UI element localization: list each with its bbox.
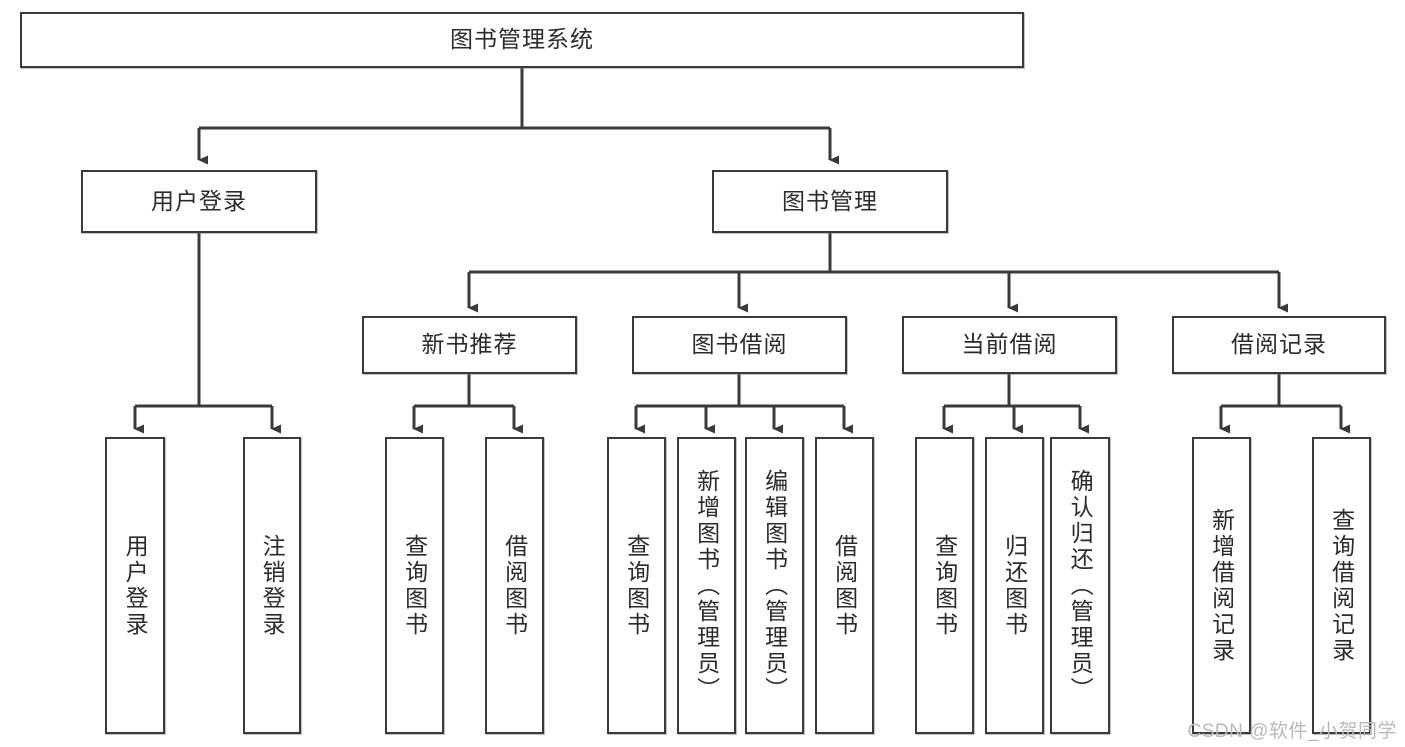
node-leaf-confirm-return[interactable]: 确认归还（管理员） <box>1050 437 1110 734</box>
node-leaf-return-book-label: 归还图书 <box>1001 533 1028 638</box>
node-leaf-query-book-3[interactable]: 查询图书 <box>915 437 974 734</box>
node-leaf-query-book-2[interactable]: 查询图书 <box>607 437 666 734</box>
node-new-book-recommend[interactable]: 新书推荐 <box>362 316 577 374</box>
node-leaf-query-book-1-label: 查询图书 <box>401 533 428 638</box>
node-leaf-edit-book[interactable]: 编辑图书（管理员） <box>745 437 804 734</box>
node-leaf-edit-book-label: 编辑图书（管理员） <box>761 468 788 703</box>
node-leaf-borrow-book-2[interactable]: 借阅图书 <box>815 437 874 734</box>
node-leaf-borrow-book-2-label: 借阅图书 <box>831 533 858 638</box>
node-user-login[interactable]: 用户登录 <box>81 170 317 233</box>
node-user-login-label: 用户登录 <box>151 187 247 214</box>
node-borrow-record-label: 借阅记录 <box>1231 331 1327 358</box>
node-leaf-query-record-label: 查询借阅记录 <box>1328 507 1355 664</box>
node-book-manage[interactable]: 图书管理 <box>712 170 948 233</box>
node-leaf-add-record-label: 新增借阅记录 <box>1208 507 1235 664</box>
node-leaf-user-login[interactable]: 用户登录 <box>105 437 165 734</box>
node-leaf-user-login-label: 用户登录 <box>122 533 149 638</box>
node-root-label: 图书管理系统 <box>450 26 594 53</box>
node-borrow-record[interactable]: 借阅记录 <box>1172 316 1386 374</box>
node-leaf-query-record[interactable]: 查询借阅记录 <box>1312 437 1371 734</box>
node-book-manage-label: 图书管理 <box>782 187 878 214</box>
node-leaf-confirm-return-label: 确认归还（管理员） <box>1067 468 1094 703</box>
node-current-borrow[interactable]: 当前借阅 <box>902 316 1117 374</box>
node-leaf-add-book-label: 新增图书（管理员） <box>693 468 720 703</box>
node-leaf-query-book-1[interactable]: 查询图书 <box>385 437 444 734</box>
node-leaf-query-book-3-label: 查询图书 <box>931 533 958 638</box>
node-leaf-logout-label: 注销登录 <box>259 533 286 638</box>
node-leaf-add-book[interactable]: 新增图书（管理员） <box>677 437 736 734</box>
node-leaf-logout[interactable]: 注销登录 <box>243 437 301 734</box>
node-leaf-return-book[interactable]: 归还图书 <box>985 437 1044 734</box>
node-leaf-add-record[interactable]: 新增借阅记录 <box>1192 437 1251 734</box>
node-book-borrow[interactable]: 图书借阅 <box>632 316 847 374</box>
node-book-borrow-label: 图书借阅 <box>691 331 788 358</box>
node-leaf-borrow-book-1[interactable]: 借阅图书 <box>485 437 544 734</box>
node-root[interactable]: 图书管理系统 <box>20 12 1024 68</box>
node-current-borrow-label: 当前借阅 <box>961 331 1058 358</box>
node-leaf-query-book-2-label: 查询图书 <box>623 533 650 638</box>
node-leaf-borrow-book-1-label: 借阅图书 <box>501 533 528 638</box>
node-new-book-recommend-label: 新书推荐 <box>421 331 518 358</box>
